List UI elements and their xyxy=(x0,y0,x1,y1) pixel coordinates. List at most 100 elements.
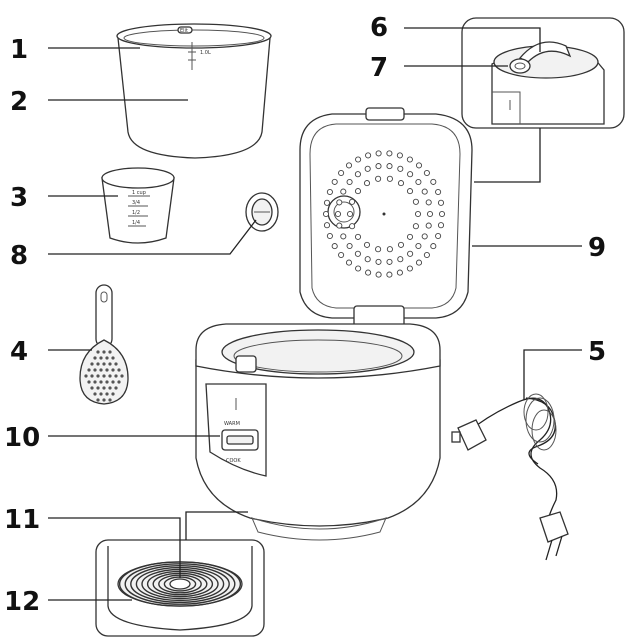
callout-1: 1 xyxy=(10,35,28,65)
spatula-dot xyxy=(87,380,90,383)
lid-hole xyxy=(416,179,421,184)
spatula-dot xyxy=(108,386,111,389)
spatula-dot xyxy=(90,374,93,377)
lid-hole xyxy=(365,257,370,262)
lid-hole xyxy=(416,260,421,265)
lid-hole xyxy=(323,211,328,216)
lid-detail-inset xyxy=(462,18,624,128)
lid-hole xyxy=(387,151,392,156)
lid-hole xyxy=(431,179,436,184)
lid-hole xyxy=(347,211,352,216)
lid-hole xyxy=(424,252,429,257)
lid-hole xyxy=(387,176,392,181)
body-latch xyxy=(236,356,256,372)
lid-hole xyxy=(398,181,403,186)
spatula-dot xyxy=(99,356,102,359)
spatula-dot xyxy=(90,362,93,365)
spatula-dot xyxy=(111,380,114,383)
pot-max-mark: 1.0L xyxy=(200,50,211,56)
lid-hole xyxy=(438,223,443,228)
cooker-body: WARM COOK xyxy=(196,324,440,540)
lid-hole xyxy=(413,199,418,204)
inset-steam-valve xyxy=(510,59,530,73)
callout-2: 2 xyxy=(10,87,28,117)
lid-hole xyxy=(408,172,413,177)
lid-valve-socket xyxy=(328,196,360,228)
callout-6: 6 xyxy=(370,13,388,43)
spatula-dot xyxy=(117,368,120,371)
lid-hole xyxy=(407,234,412,239)
spatula-dot xyxy=(108,398,111,401)
lid-hole xyxy=(438,200,443,205)
lid-hole xyxy=(397,270,402,275)
spatula-dot xyxy=(105,392,108,395)
spatula-dot xyxy=(102,350,105,353)
lid-hole xyxy=(356,157,361,162)
callout-10: 10 xyxy=(4,423,40,453)
spatula-dot xyxy=(108,362,111,365)
lid-hole xyxy=(407,266,412,271)
control-label-warm: WARM xyxy=(224,421,240,427)
spatula-dot xyxy=(111,392,114,395)
lid-hole xyxy=(376,272,381,277)
lid-hole xyxy=(376,176,381,181)
lid-hole xyxy=(355,172,360,177)
lid-hole xyxy=(397,153,402,158)
cup-mark-1: 1 cup xyxy=(132,190,146,196)
lid-hole xyxy=(415,211,420,216)
lid-hole xyxy=(376,151,381,156)
leader-5 xyxy=(524,350,582,400)
lid-hole xyxy=(356,266,361,271)
leader-inset-plate xyxy=(186,512,248,540)
lid-hole xyxy=(424,170,429,175)
spatula-dot xyxy=(84,374,87,377)
lid-hole xyxy=(387,259,392,264)
spatula-dot xyxy=(99,392,102,395)
lid-hole xyxy=(376,247,381,252)
spatula-dot xyxy=(114,362,117,365)
open-lid xyxy=(300,108,472,328)
spatula-dot xyxy=(111,368,114,371)
spatula-dot xyxy=(99,368,102,371)
spatula-dot xyxy=(99,380,102,383)
lid-hole xyxy=(347,179,352,184)
spatula-dot xyxy=(105,356,108,359)
lid-hole xyxy=(376,164,381,169)
cup-mark-2: 3/4 xyxy=(132,200,140,206)
lid-hole xyxy=(341,234,346,239)
callout-11: 11 xyxy=(4,505,40,535)
lid-hole xyxy=(332,179,337,184)
callout-7: 7 xyxy=(370,53,388,83)
lid-hole xyxy=(365,166,370,171)
lid-hole xyxy=(387,247,392,252)
pot-brand-text: Elit xyxy=(180,28,188,34)
lid-hole xyxy=(337,223,342,228)
spatula-dot xyxy=(105,368,108,371)
spatula-dot xyxy=(93,356,96,359)
lid-hole xyxy=(350,224,355,229)
lid-hole xyxy=(346,163,351,168)
lid-center-dot xyxy=(383,213,386,216)
spatula-dot xyxy=(108,374,111,377)
callout-3: 3 xyxy=(10,183,28,213)
lid-hole xyxy=(436,233,441,238)
lid-hole xyxy=(431,244,436,249)
lid-hole xyxy=(407,189,412,194)
lid-hole xyxy=(427,211,432,216)
spatula-dot xyxy=(102,386,105,389)
callout-5: 5 xyxy=(588,337,606,367)
callout-12: 12 xyxy=(4,587,40,617)
spatula-dot xyxy=(93,392,96,395)
plug-body xyxy=(540,512,568,542)
spatula-dot xyxy=(96,362,99,365)
cook-switch-lever[interactable] xyxy=(227,436,253,444)
spatula-dot xyxy=(114,374,117,377)
lid-hole xyxy=(339,252,344,257)
lid-hole xyxy=(366,153,371,158)
spatula-dot xyxy=(120,374,123,377)
lid-hole xyxy=(327,233,332,238)
lid-hole xyxy=(341,189,346,194)
lid-hole xyxy=(408,251,413,256)
spatula-dot xyxy=(102,362,105,365)
lid-hole xyxy=(387,272,392,277)
